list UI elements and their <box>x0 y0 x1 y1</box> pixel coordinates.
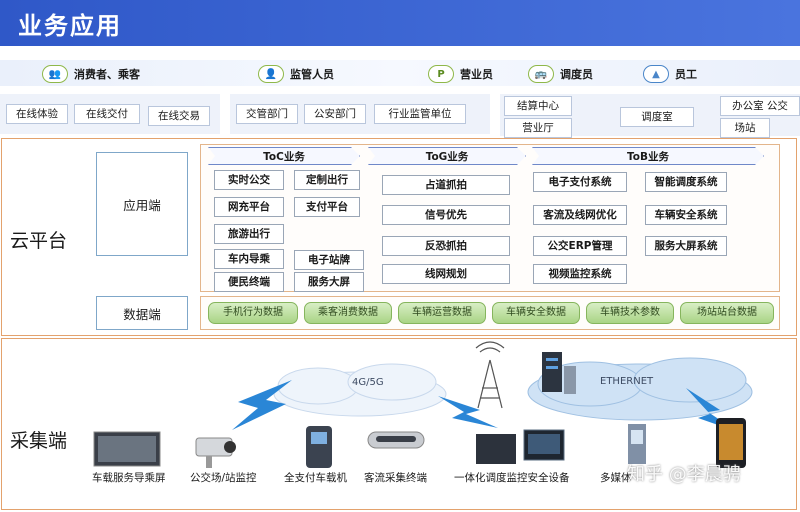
data-end-box: 数据端 <box>96 296 188 330</box>
app-vehicle-safety: 车辆安全系统 <box>645 205 727 225</box>
cell-tower-icon <box>475 341 505 409</box>
phone-icon <box>716 418 746 468</box>
watermark: 知乎 @李晨骋 <box>627 464 741 485</box>
app-network-planning: 线网规划 <box>382 264 510 284</box>
app-signal-priority: 信号优先 <box>382 205 510 225</box>
app-antiterror-capture: 反恐抓拍 <box>382 236 510 256</box>
pill-online-delivery: 在线交付 <box>74 104 140 124</box>
lightning-left-icon <box>232 380 292 430</box>
app-lane-capture: 占道抓拍 <box>382 175 510 195</box>
media-device-icon <box>628 424 646 464</box>
network-diagram <box>93 341 753 468</box>
app-recharge-platform: 网充平台 <box>214 197 284 217</box>
app-e-stop-sign: 电子站牌 <box>294 250 364 270</box>
app-passenger-flow: 客流及线网优化 <box>533 205 627 225</box>
role-label: 消费者、乘客 <box>74 68 140 81</box>
pill-industry-regulator: 行业监管单位 <box>374 104 466 124</box>
dispatch-device-icon <box>476 429 565 464</box>
parking-icon: P <box>428 65 454 83</box>
pill-business-hall: 营业厅 <box>504 118 572 138</box>
app-screen-system: 服务大屏系统 <box>645 236 727 256</box>
lightning-mid-icon <box>438 396 498 428</box>
network-4g5g-label: 4G/5G <box>352 377 384 388</box>
data-vehicle-safety: 车辆安全数据 <box>492 302 580 324</box>
device-dispatch-safety: 一体化调度监控安全设备 <box>454 472 570 484</box>
server-icon <box>542 352 576 394</box>
pill-dispatch-room: 调度室 <box>620 107 694 127</box>
device-payment-machine: 全支付车载机 <box>284 472 347 484</box>
camera-icon <box>195 437 236 468</box>
app-payment-platform: 支付平台 <box>294 197 360 217</box>
device-flow-terminal: 客流采集终端 <box>364 472 427 484</box>
lightning-right-icon <box>686 388 738 432</box>
data-vehicle-tech: 车辆技术参数 <box>586 302 674 324</box>
role-dispatcher: 🚌 调度员 <box>528 64 593 84</box>
app-convenience-terminal: 便民终端 <box>214 272 284 292</box>
app-onboard-guide: 车内导乘 <box>214 249 284 269</box>
counter-device-icon <box>367 431 425 449</box>
pill-police-dept: 公安部门 <box>304 104 366 124</box>
cloud-platform-label: 云平台 <box>10 230 68 252</box>
data-station-platform: 场站站台数据 <box>680 302 774 324</box>
pill-office: 办公室 公交 <box>720 96 800 116</box>
app-tour-trip: 旅游出行 <box>214 224 284 244</box>
wireless-cloud <box>273 363 447 417</box>
header-bar <box>0 0 800 46</box>
collection-label: 采集端 <box>10 430 68 452</box>
role-label: 员工 <box>675 68 697 81</box>
pill-online-experience: 在线体验 <box>6 104 68 124</box>
pill-online-trade: 在线交易 <box>148 106 210 126</box>
role-business: P 营业员 <box>428 64 493 84</box>
device-guide-screen: 车载服务导乘屏 <box>92 472 166 484</box>
device-multimedia: 多媒体 <box>600 472 632 484</box>
app-end-label: 应用端 <box>123 197 161 213</box>
app-custom-trip: 定制出行 <box>294 170 360 190</box>
data-vehicle-ops: 车辆运营数据 <box>398 302 486 324</box>
role-consumer: 👥 消费者、乘客 <box>42 64 140 84</box>
app-bus-erp: 公交ERP管理 <box>533 236 627 256</box>
device-station-monitor: 公交场/站监控 <box>190 472 257 484</box>
tog-header: ToG业务 <box>368 147 526 165</box>
role-employee: ▲ 员工 <box>643 64 697 84</box>
role-label: 营业员 <box>460 68 493 81</box>
bus-icon: 🚌 <box>528 65 554 83</box>
data-mobile-behavior: 手机行为数据 <box>208 302 298 324</box>
pill-settlement-center: 结算中心 <box>504 96 572 116</box>
people-icon: 👥 <box>42 65 68 83</box>
employee-icon: ▲ <box>643 65 669 83</box>
app-realtime-bus: 实时公交 <box>214 170 284 190</box>
app-e-payment-system: 电子支付系统 <box>533 172 627 192</box>
network-ethernet-label: ETHERNET <box>600 376 654 387</box>
data-passenger-spend: 乘客消费数据 <box>304 302 392 324</box>
pill-station: 场站 <box>720 118 770 138</box>
tob-header: ToB业务 <box>532 147 764 165</box>
page-title: 业务应用 <box>18 12 122 40</box>
toc-header: ToC业务 <box>208 147 360 165</box>
pos-terminal-icon <box>306 426 332 468</box>
role-supervisor: 👤 监管人员 <box>258 64 334 84</box>
app-service-screen: 服务大屏 <box>294 272 364 292</box>
pill-traffic-dept: 交管部门 <box>236 104 298 124</box>
app-smart-dispatch: 智能调度系统 <box>645 172 727 192</box>
app-video-monitor: 视频监控系统 <box>533 264 627 284</box>
supervisor-icon: 👤 <box>258 65 284 83</box>
role-label: 调度员 <box>560 68 593 81</box>
role-label: 监管人员 <box>290 68 334 81</box>
app-end-box: 应用端 <box>96 152 188 256</box>
data-end-label: 数据端 <box>123 306 161 322</box>
